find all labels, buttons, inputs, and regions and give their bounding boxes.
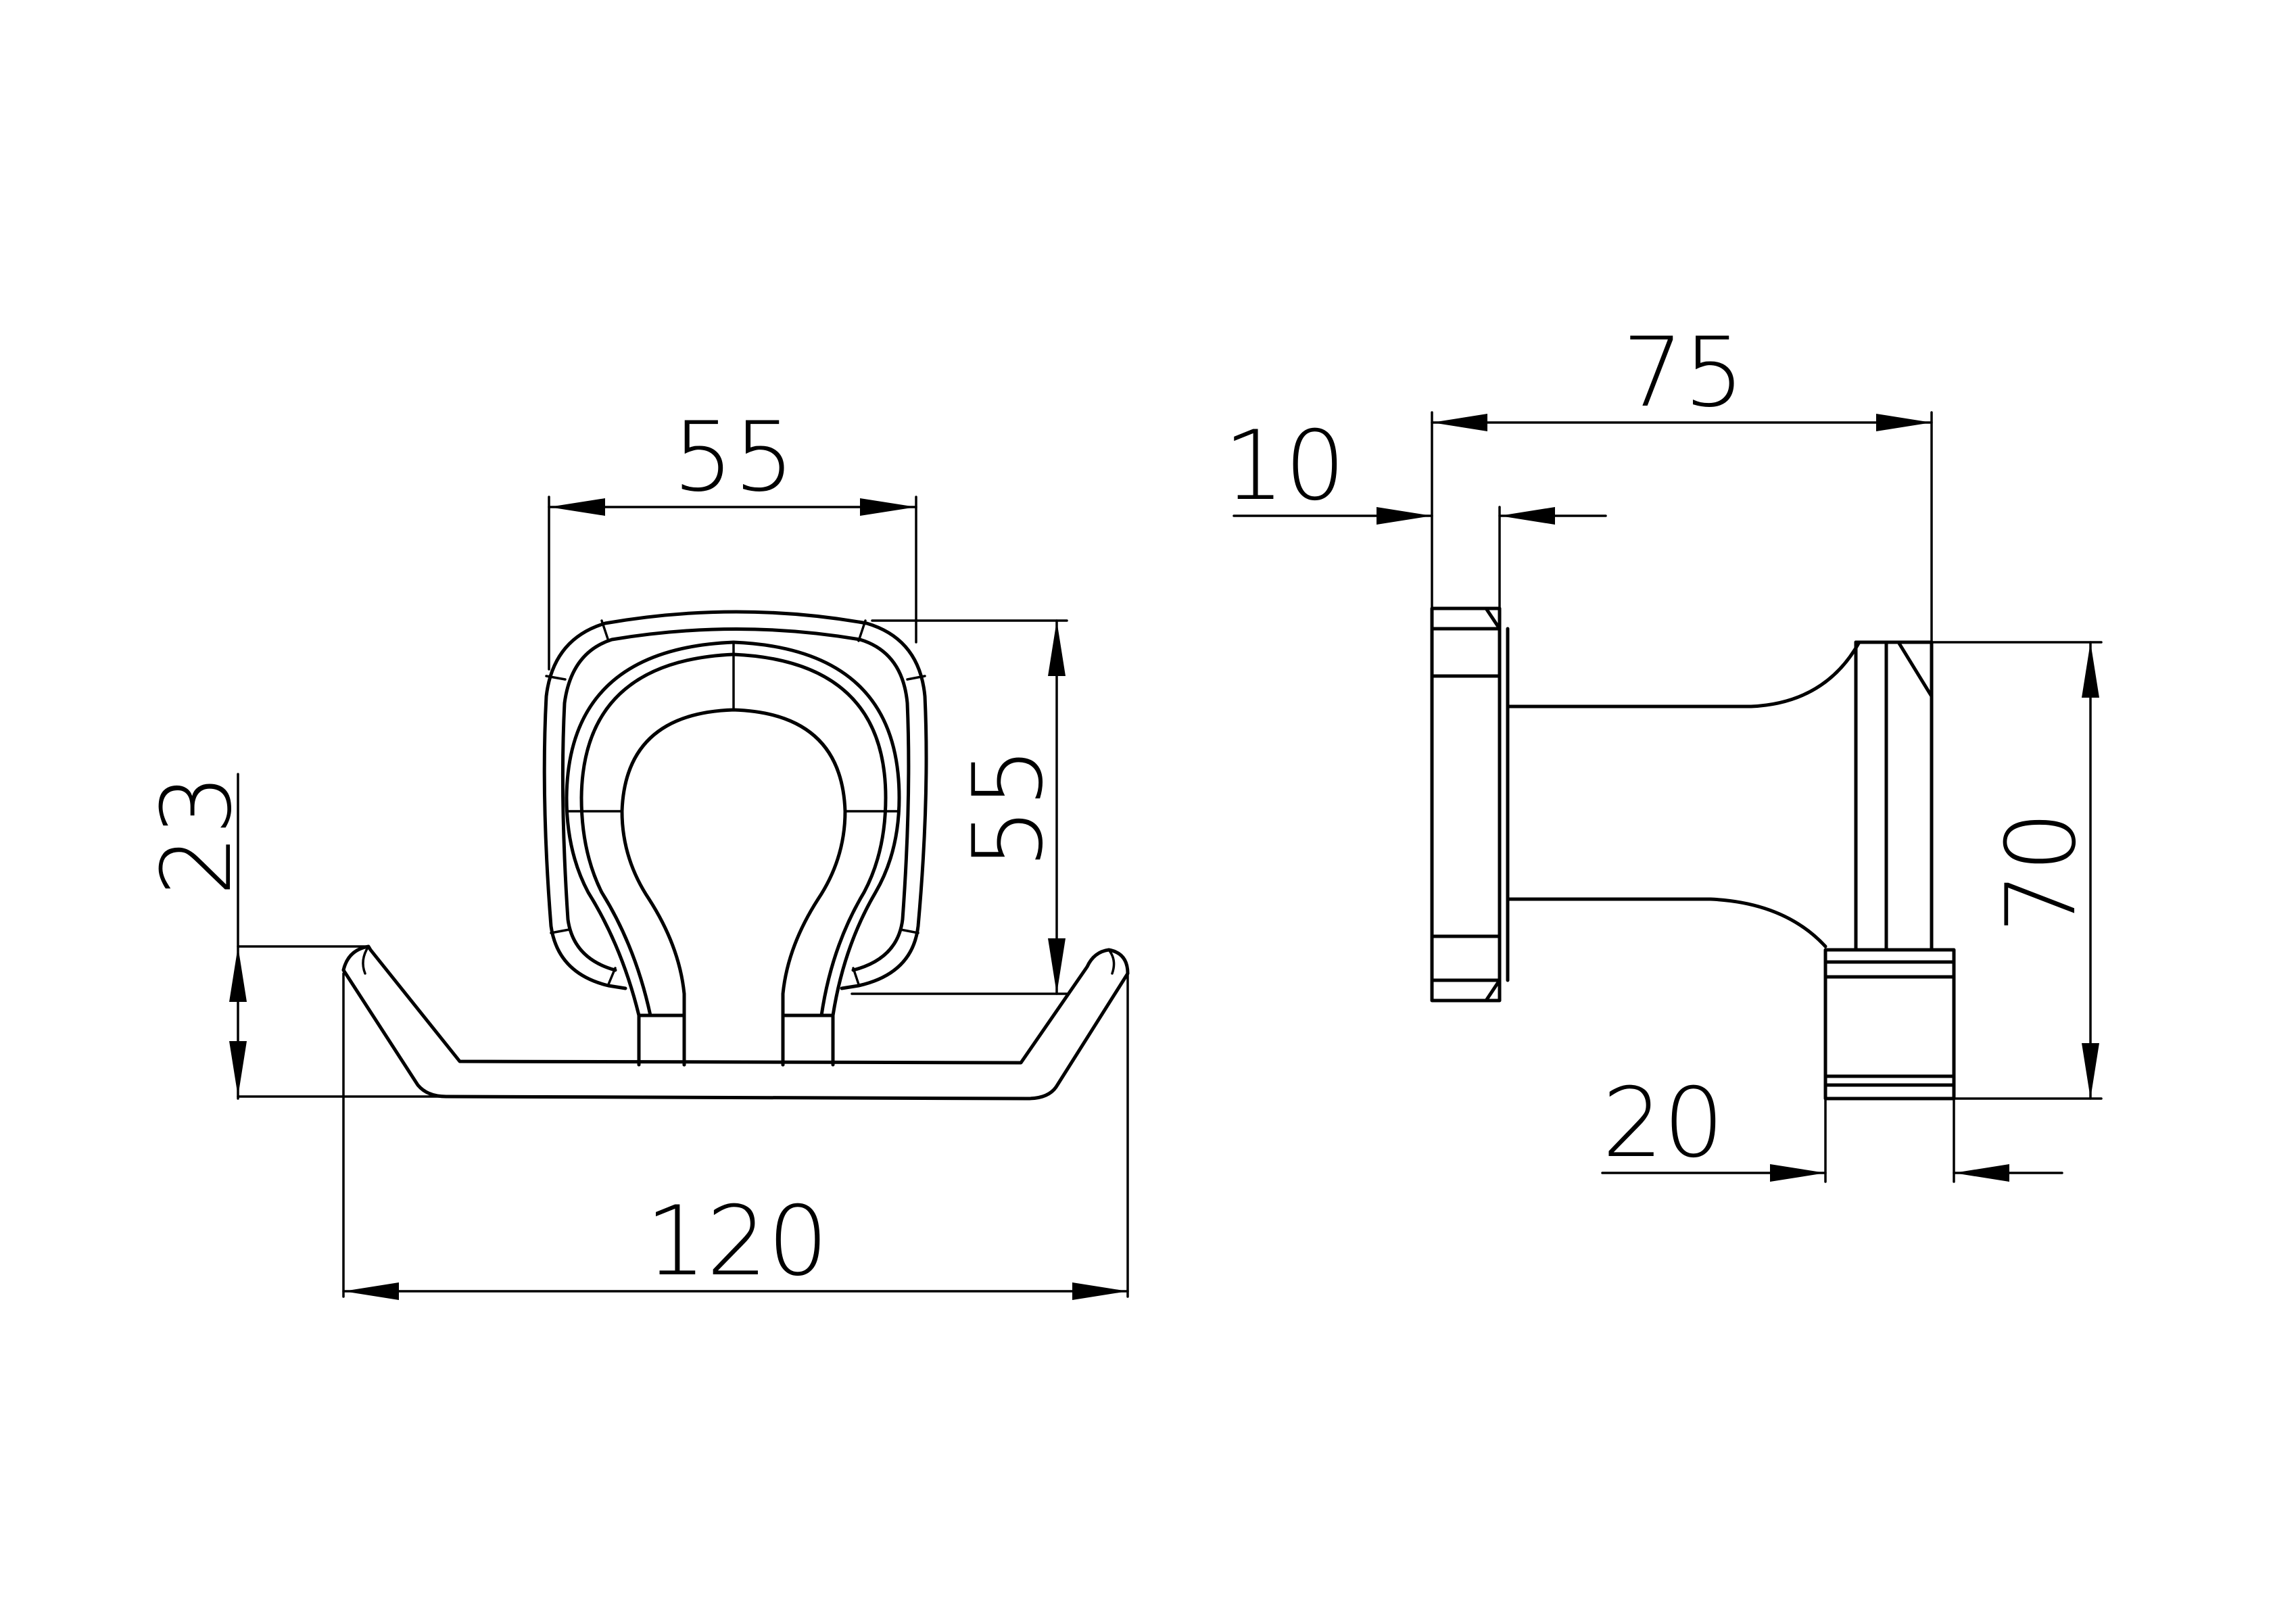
- dim-label-75: 75: [1623, 317, 1745, 429]
- side-head: [1854, 640, 1934, 952]
- dim-23: 23: [141, 773, 448, 1100]
- dim-label-10: 10: [1224, 410, 1346, 522]
- dim-120: 120: [342, 972, 1129, 1300]
- base-arm-right-inner: [1107, 948, 1116, 975]
- stems: [637, 993, 835, 1067]
- base-plate: [1430, 606, 1510, 1003]
- head-segment-ticks: [545, 619, 926, 986]
- dim-75: 75: [1431, 317, 1933, 644]
- side-view: 75 10 70 20: [1224, 317, 2103, 1183]
- loop-inner: [620, 708, 847, 1067]
- dim-55-height: 55: [851, 619, 1068, 995]
- loop-segment-ticks: [565, 641, 901, 813]
- head-outer-outline: [542, 610, 928, 990]
- neck: [1506, 640, 1861, 948]
- dim-label-120: 120: [645, 1186, 828, 1297]
- dim-10: 10: [1224, 410, 1607, 630]
- head-inner-outline: [560, 627, 911, 972]
- hook-tip: [1823, 948, 1956, 1101]
- dim-label-55-width: 55: [673, 402, 795, 513]
- dim-label-55-height: 55: [953, 747, 1064, 869]
- dim-55-width: 55: [548, 402, 917, 671]
- dim-label-23: 23: [141, 774, 253, 896]
- base-arm-left-inner: [362, 945, 370, 975]
- base-arms: [341, 944, 1130, 1101]
- front-view: 55 55 23 120: [141, 402, 1130, 1300]
- dim-label-70: 70: [1986, 811, 2097, 934]
- dim-20: 20: [1601, 1067, 2063, 1183]
- dim-70: 70: [1897, 641, 2103, 1100]
- dim-label-20: 20: [1602, 1067, 1725, 1179]
